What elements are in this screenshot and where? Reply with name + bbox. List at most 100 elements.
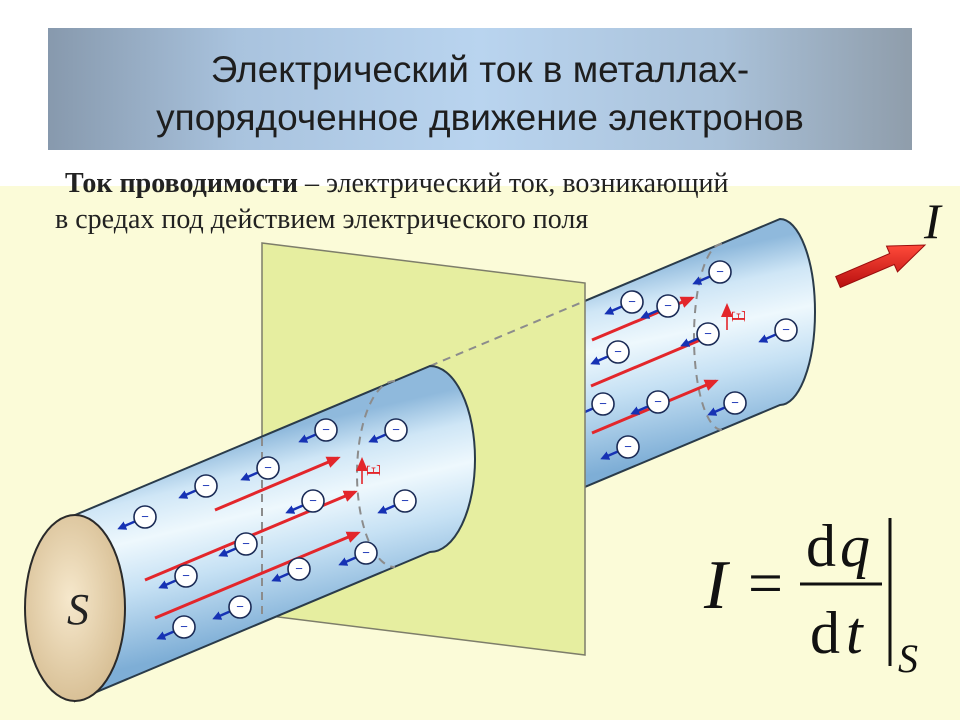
electron: − [600,435,640,460]
hidden-edge-dashed [429,300,586,367]
electron: − [240,456,280,481]
formula-numerator-d: d [806,513,836,579]
electron-velocity-arrow [271,571,291,582]
electron-circle [656,294,680,318]
electron: − [271,557,311,582]
electron-velocity-arrow [240,470,260,481]
electron-charge-sign: − [242,536,250,551]
electron-circle [234,532,258,556]
electron: − [218,532,258,557]
electron-circle [606,340,630,364]
electron-charge-sign: − [628,294,636,309]
electron-circle [354,541,378,565]
electron: − [368,418,408,443]
electron-circle [616,435,640,459]
electron-charge-sign: − [362,545,370,560]
electron-circle [591,392,615,416]
electron: − [285,489,325,514]
electron-velocity-arrow [600,449,620,460]
electron-circle [133,505,157,529]
electron-circle [172,615,196,639]
electron: − [758,318,798,343]
electron-velocity-arrow [604,304,624,315]
electron-circle [723,391,747,415]
field-label-back: E [721,303,750,330]
electron-charge-sign: − [182,568,190,583]
electron-circle [287,557,311,581]
field-label-e: E [728,310,750,322]
formula-numerator-q: q [840,513,870,579]
formula-equals: = [748,550,783,618]
field-label-front: E [356,457,385,484]
electron-velocity-arrow [590,354,610,365]
electron: − [377,489,417,514]
slide-title-line-1: Электрический ток в металлах- [210,49,750,90]
electron-circle [228,595,252,619]
electron-velocity-arrow [285,503,305,514]
electron-charge-sign: − [141,509,149,524]
conductor-front-body [74,364,476,703]
electron-velocity-arrow [212,609,232,620]
electron-circle [256,456,280,480]
electron-velocity-arrow [692,274,712,285]
electron-charge-sign: − [322,422,330,437]
electron-velocity-arrow [630,404,650,415]
electron-circle [646,390,670,414]
electron-charge-sign: − [309,493,317,508]
electron-charge-sign: − [782,322,790,337]
electron-charge-sign: − [731,395,739,410]
electron: − [604,290,644,315]
electron-charge-sign: − [704,326,712,341]
current-formula: I = d q d t S [703,513,918,681]
electron-charge-sign: − [180,619,188,634]
electron: − [630,390,670,415]
electron-velocity-arrow [158,578,178,589]
electron-velocity-arrow [338,555,358,566]
electron-circle [774,318,798,342]
field-arrow [154,531,361,620]
formula-lhs: I [703,547,731,624]
electron-circle [301,489,325,513]
definition-line-1: Ток проводимости – электрический ток, во… [65,168,729,200]
conductor-back-hidden-section [693,243,723,431]
electron: − [640,294,680,319]
electron: − [338,541,378,566]
electrons-back: −−−−−−−−−− [575,260,798,460]
electron-velocity-arrow [707,405,727,416]
electron-circle [393,489,417,513]
electron: − [707,391,747,416]
definition-text-1: – электрический ток, возникающий [298,168,729,199]
electron-velocity-arrow [218,546,238,557]
definition-line-2: в средах под действием электрического по… [55,204,589,235]
current-label: I [923,193,943,249]
electron-velocity-arrow [178,488,198,499]
conductor-end-cap [24,514,126,702]
formula-denominator-d: d [810,600,840,666]
electron: − [117,505,157,530]
electron: − [298,418,338,443]
electron-charge-sign: − [614,344,622,359]
cross-section-label: S [67,585,89,634]
electron-circle [384,418,408,442]
current-direction-arrow [835,244,927,289]
electron: − [156,615,196,640]
electrons-front: − − − − − − − − − − − − − [117,418,417,640]
electron-velocity-arrow [640,308,660,319]
electron-circle [174,564,198,588]
electron-charge-sign: − [236,599,244,614]
electron-charge-sign: − [202,478,210,493]
electron-charge-sign: − [599,396,607,411]
electron-velocity-arrow [117,519,137,530]
electron-circle [314,418,338,442]
electron-charge-sign: − [716,264,724,279]
electron-charge-sign: − [654,394,662,409]
electron-charge-sign: − [295,561,303,576]
electron-velocity-arrow [377,503,397,514]
field-arrow [214,456,341,512]
definition-term: Ток проводимости [65,168,298,199]
electron: − [590,340,630,365]
field-label-e: E [363,464,385,476]
formula-subscript-s: S [898,636,918,681]
electron-circle [620,290,644,314]
electron: − [680,322,720,347]
